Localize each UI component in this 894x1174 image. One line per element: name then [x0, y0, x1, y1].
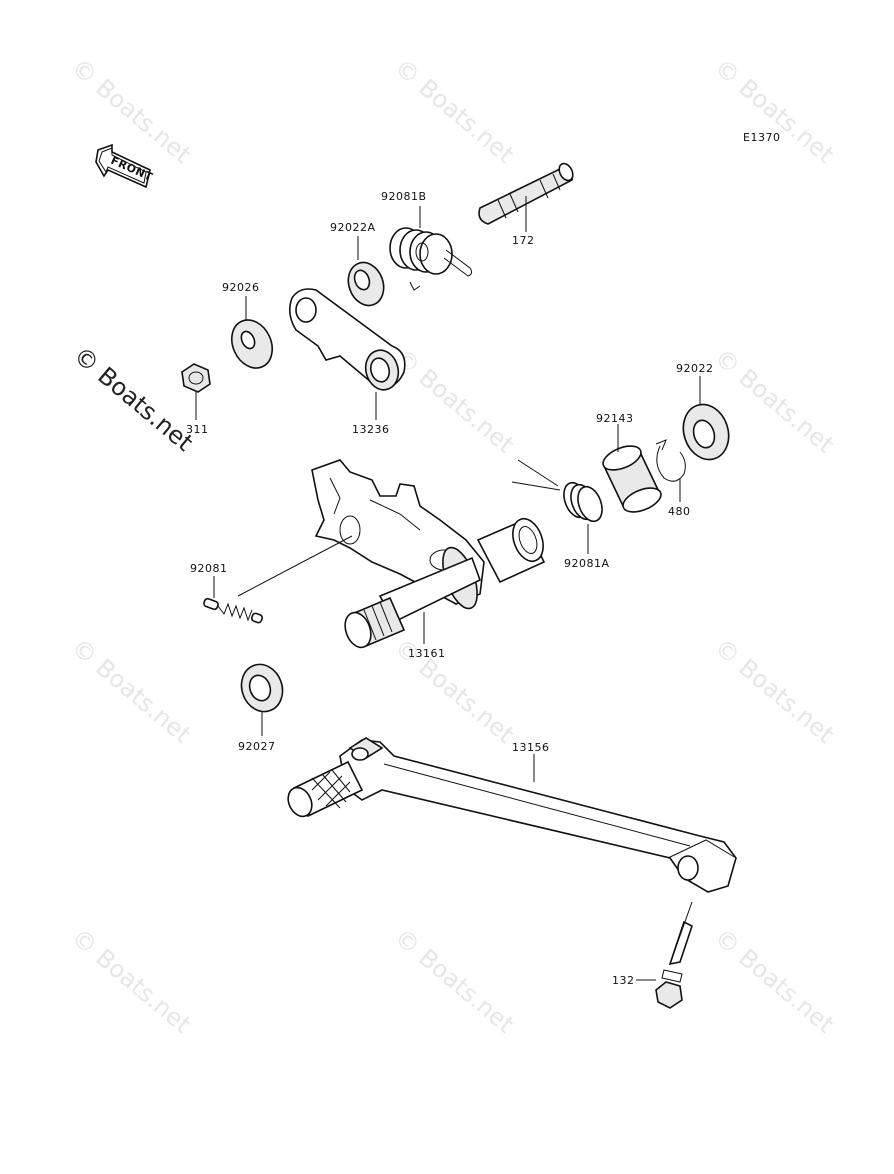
washer-92022 — [682, 403, 730, 461]
label-311: 311 — [186, 423, 209, 436]
watermark: © Boats.net — [389, 923, 519, 1039]
label-480: 480 — [668, 505, 691, 518]
shaft-13161 — [311, 459, 546, 649]
bolt-132 — [655, 920, 693, 1009]
pin-172 — [478, 162, 574, 225]
watermark: © Boats.net — [66, 53, 196, 169]
label-92027: 92027 — [238, 740, 276, 753]
label-132: 132 — [612, 974, 635, 987]
washer-92022A — [347, 261, 385, 307]
label-92081A: 92081A — [564, 557, 610, 570]
spring-92081A — [511, 459, 603, 523]
label-92081B: 92081B — [381, 190, 427, 203]
front-arrow: FRONT — [95, 143, 155, 189]
watermark: © Boats.net — [709, 923, 839, 1039]
watermark: © Boats.net — [709, 53, 839, 169]
collar-92143 — [602, 445, 662, 513]
label-92022A: 92022A — [330, 221, 376, 234]
watermark: © Boats.net — [389, 53, 519, 169]
watermark: © Boats.net — [389, 343, 519, 459]
label-13161: 13161 — [408, 647, 446, 660]
circlip-480 — [655, 439, 686, 482]
watermark: © Boats.net — [66, 923, 196, 1039]
seal-92027 — [240, 663, 284, 713]
nut-311 — [181, 363, 211, 393]
watermark: © Boats.net — [709, 633, 839, 749]
lever-13236 — [288, 288, 406, 391]
label-92022: 92022 — [676, 362, 714, 375]
label-92026: 92026 — [222, 281, 260, 294]
ref-code: E1370 — [743, 131, 780, 144]
label-92143: 92143 — [596, 412, 634, 425]
label-13156: 13156 — [512, 741, 550, 754]
pedal-13156 — [287, 737, 737, 893]
label-92081: 92081 — [190, 562, 228, 575]
label-172: 172 — [512, 234, 535, 247]
spring-92081B — [389, 227, 473, 291]
watermark: © Boats.net — [66, 633, 196, 749]
label-13236: 13236 — [352, 423, 390, 436]
spring-92081 — [203, 535, 353, 624]
washer-92026 — [230, 319, 274, 369]
watermark-dark: © Boats.net — [68, 341, 198, 457]
